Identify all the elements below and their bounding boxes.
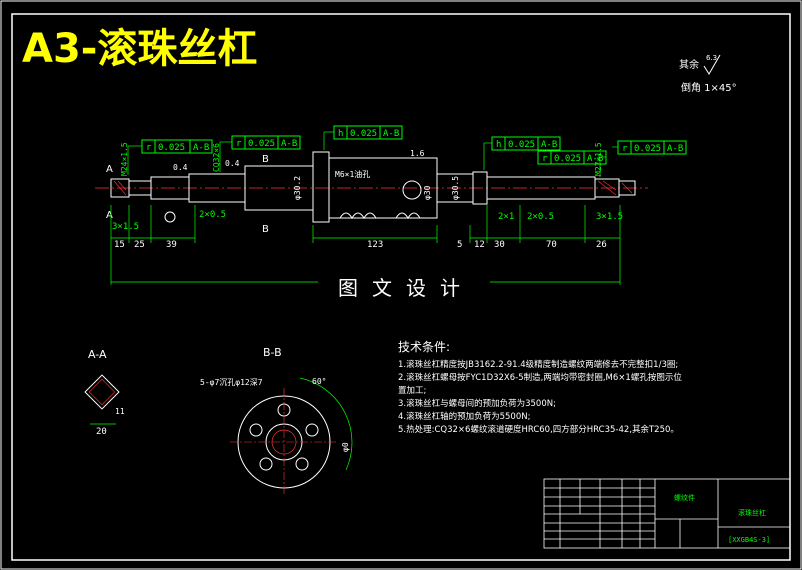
section-marker-a-top: A bbox=[106, 164, 113, 175]
svg-text:A-B: A-B bbox=[587, 154, 603, 164]
dim-right-0: 5 bbox=[457, 240, 462, 250]
svg-text:h: h bbox=[338, 129, 343, 139]
tolerance-frame-1: r 0.025 A-B bbox=[141, 139, 213, 154]
title-block-material: 螺纹件 bbox=[674, 493, 695, 502]
bb-holes-note: 5-φ7沉孔φ12深7 bbox=[200, 378, 263, 387]
section-aa-view bbox=[84, 374, 120, 425]
diameter-label-2: φ30 bbox=[423, 185, 432, 200]
title-block bbox=[543, 478, 791, 549]
svg-text:h: h bbox=[496, 140, 501, 150]
tech-line-5: 4.滚珠丝杠轴的预加负荷为5500N; bbox=[398, 411, 530, 422]
svg-text:A-B: A-B bbox=[281, 139, 297, 149]
dim-left-0: 15 bbox=[114, 240, 125, 250]
ball-grooves bbox=[339, 180, 422, 219]
groove-label-left2: 3×1.5 bbox=[112, 222, 139, 232]
bb-angle-note: 60° bbox=[312, 377, 326, 386]
tech-line-6: 5.热处理:CQ32×6螺纹滚道硬度HRC60,四方部分HRC35-42,其余T… bbox=[398, 424, 679, 435]
svg-text:A-B: A-B bbox=[383, 129, 399, 139]
svg-text:A-B: A-B bbox=[667, 144, 683, 154]
dim-mid: 123 bbox=[367, 240, 383, 250]
svg-text:r: r bbox=[542, 154, 548, 164]
dim-right-3: 70 bbox=[546, 240, 557, 250]
section-marker-b-bottom: B bbox=[262, 224, 269, 235]
tech-line-4: 3.滚珠丝杠与螺母间的预加负荷为3500N; bbox=[398, 398, 556, 409]
section-marker-b-top: B bbox=[262, 154, 269, 165]
svg-text:r: r bbox=[146, 143, 152, 153]
svg-text:0.025: 0.025 bbox=[350, 129, 377, 139]
roughness-label-3: 1.6 bbox=[410, 149, 425, 158]
tolerance-frame-4: h 0.025 A-B bbox=[491, 136, 561, 151]
groove-label-left: 2×0.5 bbox=[199, 210, 226, 220]
section-aa-label: A-A bbox=[88, 348, 107, 361]
chamfer-note: 倒角 1×45° bbox=[681, 82, 737, 94]
drawing-title: A3-滚珠丝杠 bbox=[22, 26, 257, 72]
roughness-label-1: 0.4 bbox=[173, 163, 188, 172]
inner-frame bbox=[11, 13, 791, 561]
tolerance-frame-5: r 0.025 A-B bbox=[537, 150, 607, 165]
tech-line-3: 置加工; bbox=[398, 385, 426, 396]
svg-text:r: r bbox=[622, 144, 628, 154]
svg-text:A-B: A-B bbox=[541, 140, 557, 150]
tap-hole-label: M6×1油孔 bbox=[335, 169, 370, 179]
dim-left-1: 25 bbox=[134, 240, 145, 250]
section-bb-view bbox=[230, 377, 353, 496]
svg-text:0.025: 0.025 bbox=[248, 139, 275, 149]
thread-hatching bbox=[113, 180, 633, 196]
tech-line-1: 1.滚珠丝杠精度按JB3162.2-91.4级精度制造螺纹两端修去不完整扣1/3… bbox=[398, 359, 678, 370]
leader-lines bbox=[127, 131, 618, 177]
title-block-code: [XXGB4S-3] bbox=[728, 536, 770, 544]
thread-label-right: M27×1.5 bbox=[594, 142, 603, 176]
watermark-bg bbox=[318, 272, 490, 302]
dim-right-2: 30 bbox=[494, 240, 505, 250]
surface-finish-prefix: 其余 bbox=[679, 58, 699, 71]
surface-finish-value: 6.3 bbox=[706, 54, 717, 62]
tolerance-frame-2: r 0.025 A-B bbox=[231, 135, 301, 150]
square-end-right bbox=[618, 180, 636, 196]
svg-text:0.025: 0.025 bbox=[634, 144, 661, 154]
svg-text:0.025: 0.025 bbox=[554, 154, 581, 164]
tech-title: 技术条件: bbox=[398, 340, 450, 354]
thread-label-left2: CQ32×6 bbox=[212, 143, 221, 172]
diameter-label-1: φ30.2 bbox=[293, 176, 302, 200]
dim-right-1: 12 bbox=[474, 240, 485, 250]
watermark-text: 图文设计 bbox=[338, 276, 474, 300]
svg-text:r: r bbox=[236, 139, 242, 149]
svg-text:A-B: A-B bbox=[193, 143, 209, 153]
nut-flange bbox=[312, 151, 330, 223]
groove-label-r2: 2×0.5 bbox=[527, 212, 554, 222]
title-block-name: 滚珠丝杠 bbox=[738, 508, 766, 517]
groove-label-r1: 2×1 bbox=[498, 212, 514, 222]
aa-dim-side: 11 bbox=[115, 407, 125, 416]
datum-a-icon bbox=[164, 211, 176, 223]
tech-line-2: 2.滚珠丝杠螺母按FYC1D32X6-5制造,两端均带密封圈,M6×1螺孔按图示… bbox=[398, 372, 682, 383]
groove-label-r3: 3×1.5 bbox=[596, 212, 623, 222]
aa-dim-base: 20 bbox=[96, 427, 107, 437]
section-bb-label: B-B bbox=[263, 346, 282, 359]
dim-left-2: 39 bbox=[166, 240, 177, 250]
dim-right-4: 26 bbox=[596, 240, 607, 250]
section-marker-a-bottom: A bbox=[106, 210, 113, 221]
thread-label-left: M24×1.5 bbox=[120, 142, 129, 176]
svg-text:0.025: 0.025 bbox=[508, 140, 535, 150]
diameter-label-3: φ30.5 bbox=[451, 176, 460, 200]
tolerance-frame-6: r 0.025 A-B bbox=[617, 140, 687, 155]
roughness-label-2: 0.4 bbox=[225, 159, 240, 168]
tolerance-frame-3: h 0.025 A-B bbox=[333, 125, 403, 140]
roughness-symbol-icon bbox=[703, 54, 721, 75]
ball-screw-shaft bbox=[110, 151, 636, 223]
bb-radius-note: φ0 bbox=[341, 442, 350, 452]
svg-text:0.025: 0.025 bbox=[158, 143, 185, 153]
